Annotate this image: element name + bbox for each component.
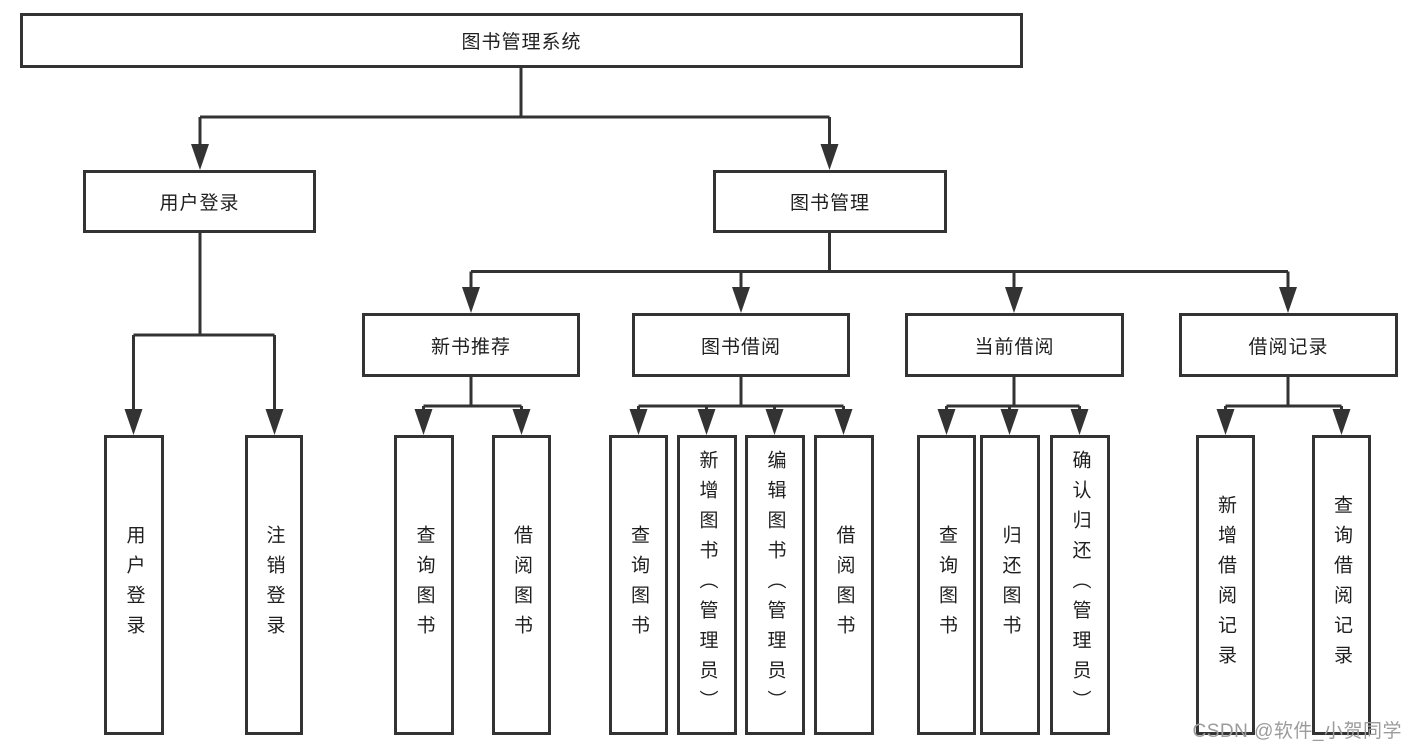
leaf-br-query-record-label: 查询借阅记录 — [1331, 495, 1352, 675]
connector-borrow-records-to-leaves — [1216, 376, 1351, 435]
arrowhead — [834, 409, 853, 435]
arrowhead — [1070, 409, 1089, 435]
leaf-logout-label: 注销登录 — [263, 525, 285, 645]
arrowhead — [765, 409, 784, 435]
connector-new-book-rec-to-leaves — [414, 376, 531, 435]
node-book-management-label: 图书管理 — [789, 193, 870, 214]
node-new-book-recommend: 新书推荐 — [362, 313, 580, 377]
connector-book-borrow-to-leaves — [629, 376, 853, 435]
connector-current-borrow-to-leaves — [937, 376, 1089, 435]
node-root: 图书管理系统 — [20, 13, 1023, 68]
arrowhead — [697, 409, 716, 435]
arrowhead — [1332, 409, 1351, 435]
arrowhead — [414, 409, 433, 435]
arrowhead — [1216, 409, 1235, 435]
node-borrowing-records: 借阅记录 — [1179, 313, 1398, 377]
leaf-user-login-label: 用户登录 — [123, 525, 145, 645]
leaf-bb-query-books-label: 查询图书 — [628, 525, 649, 645]
leaf-nbr-query-books-label: 查询图书 — [413, 525, 435, 645]
leaf-bb-edit-books-admin-label: 编辑图书（管理员） — [764, 450, 786, 720]
leaf-bb-add-books-admin-label: 新增图书（管理员） — [696, 450, 718, 720]
arrowhead — [265, 409, 284, 435]
arrowhead — [462, 287, 480, 313]
leaf-cb-return-books-label: 归还图书 — [999, 525, 1021, 645]
csdn-watermark: CSDN @软件_小贺同学 — [1192, 721, 1402, 742]
node-new-book-recommend-label: 新书推荐 — [430, 336, 511, 358]
connector-root-to-level2 — [191, 68, 839, 170]
leaf-bb-add-books-admin: 新增图书（管理员） — [677, 435, 737, 735]
arrowhead — [629, 409, 648, 435]
leaf-nbr-query-books: 查询图书 — [394, 435, 454, 735]
node-borrowing-records-label: 借阅记录 — [1248, 336, 1329, 358]
arrowhead — [191, 144, 209, 170]
arrowhead — [820, 144, 839, 170]
leaf-cb-return-books: 归还图书 — [980, 435, 1040, 735]
leaf-user-login: 用户登录 — [104, 435, 164, 735]
leaf-nbr-borrow-books: 借阅图书 — [492, 435, 551, 735]
leaf-nbr-borrow-books-label: 借阅图书 — [511, 525, 532, 645]
leaf-logout: 注销登录 — [245, 435, 303, 735]
leaf-br-add-record-label: 新增借阅记录 — [1215, 495, 1236, 675]
node-book-management: 图书管理 — [713, 170, 947, 233]
arrowhead — [732, 287, 750, 313]
node-book-borrowing: 图书借阅 — [632, 313, 850, 377]
arrowhead — [512, 409, 531, 435]
leaf-bb-edit-books-admin: 编辑图书（管理员） — [745, 435, 805, 735]
arrowhead — [937, 409, 956, 435]
connector-book-mgmt-to-level3 — [462, 233, 1297, 313]
node-root-label: 图书管理系统 — [461, 32, 582, 53]
leaf-br-add-record: 新增借阅记录 — [1196, 435, 1255, 735]
node-book-borrowing-label: 图书借阅 — [700, 336, 781, 358]
node-user-login-group-label: 用户登录 — [159, 193, 240, 214]
leaf-bb-borrow-books-label: 借阅图书 — [833, 525, 855, 645]
leaf-br-query-record: 查询借阅记录 — [1312, 435, 1371, 735]
node-current-borrowing-label: 当前借阅 — [974, 336, 1055, 358]
leaf-bb-query-books: 查询图书 — [609, 435, 668, 735]
arrowhead — [124, 409, 143, 435]
leaf-cb-confirm-return-admin-label: 确认归还（管理员） — [1069, 450, 1091, 720]
leaf-bb-borrow-books: 借阅图书 — [814, 435, 874, 735]
arrowhead — [1000, 409, 1019, 435]
connector-user-login-to-leaves — [124, 233, 284, 435]
node-current-borrowing: 当前借阅 — [905, 313, 1124, 377]
node-user-login-group: 用户登录 — [83, 170, 316, 233]
arrowhead — [1279, 287, 1297, 313]
leaf-cb-query-books-label: 查询图书 — [936, 525, 957, 645]
leaf-cb-query-books: 查询图书 — [917, 435, 976, 735]
arrowhead — [1005, 287, 1023, 313]
leaf-cb-confirm-return-admin: 确认归还（管理员） — [1050, 435, 1110, 735]
